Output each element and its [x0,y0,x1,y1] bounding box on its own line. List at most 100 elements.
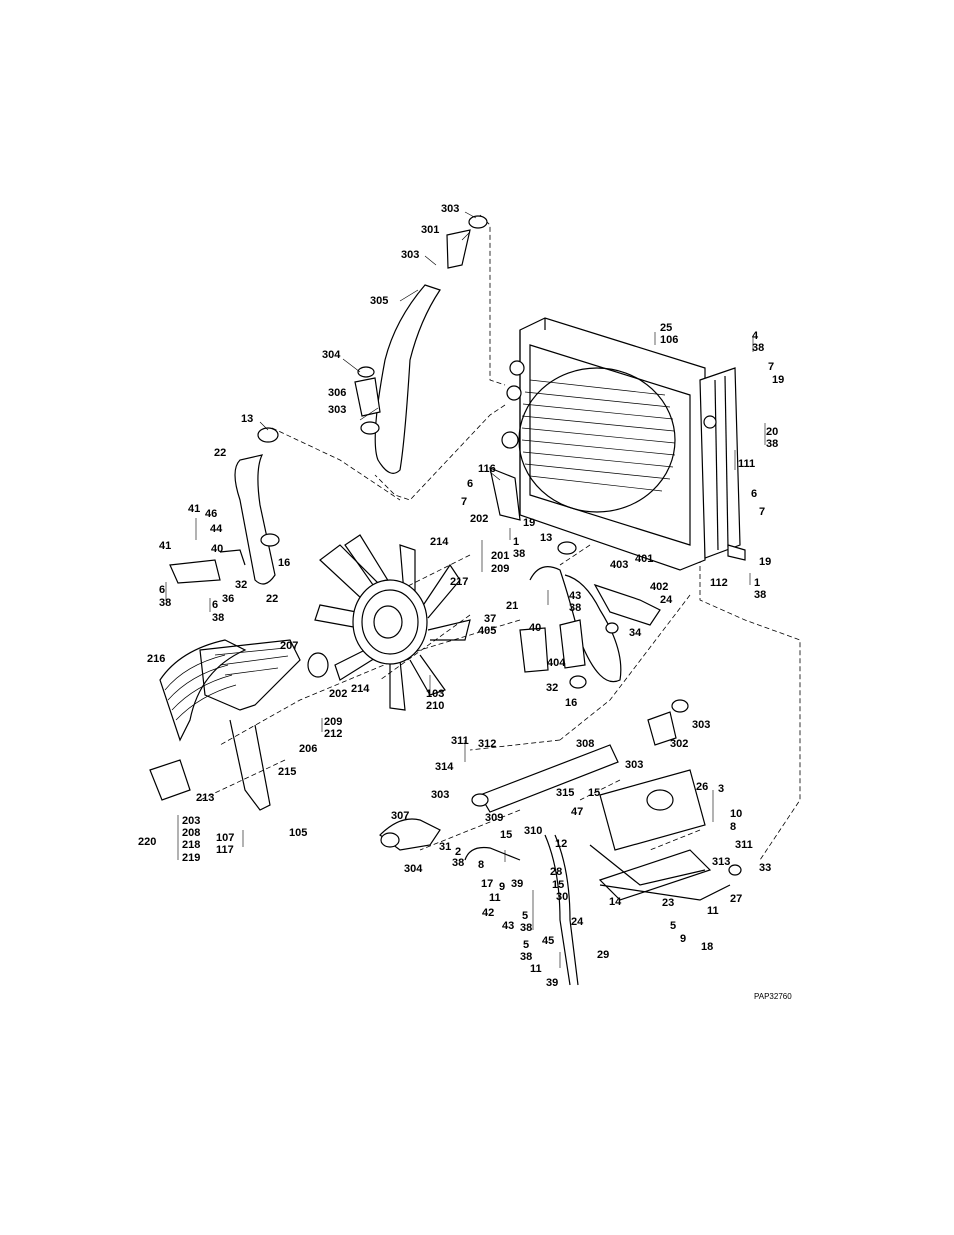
part-label: 13 [540,532,552,544]
part-label: 11 [530,963,542,975]
part-label: 24 [660,594,673,606]
part-label: 38 [212,612,224,624]
part-label: 18 [701,941,713,953]
part-label: 27 [730,893,742,905]
radiator-core-fins [521,379,676,492]
part-label: 19 [759,556,771,568]
part-label: 304 [322,349,341,361]
part-label: 106 [660,334,678,346]
part-label: 5 [523,939,529,951]
part-label: 28 [550,866,562,878]
part-label: 46 [205,508,217,520]
part-label: 15 [552,879,564,891]
part-label: 20 [766,426,778,438]
part-label: 220 [138,836,156,848]
part-label: 24 [571,916,584,928]
part-label: 38 [520,951,532,963]
part-label: 38 [520,922,532,934]
part-label: 43 [502,920,514,932]
part-label: 312 [478,738,496,750]
part-label: 403 [610,559,628,571]
part-label: 34 [629,627,642,639]
part-label: 303 [625,759,643,771]
part-label: 302 [670,738,688,750]
part-label: 210 [426,700,444,712]
part-label: 311 [735,839,753,851]
part-label: 36 [222,593,234,605]
part-label: 9 [499,881,505,893]
part-label: 201 [491,550,509,562]
part-label: 38 [766,438,778,450]
part-label: 107 [216,832,234,844]
part-label: 47 [571,806,583,818]
part-label: 309 [485,812,503,824]
part-label: 44 [210,523,223,535]
part-label: 209 [324,716,342,728]
part-label: 3 [718,783,724,795]
part-label: 405 [478,625,496,637]
part-label: 206 [299,743,317,755]
part-label: 39 [511,878,523,890]
part-label: 7 [768,361,774,373]
part-label: 31 [439,841,451,853]
part-label: 32 [546,682,558,694]
lower-hose-assembly [519,541,661,689]
part-label: 21 [506,600,518,612]
part-label: 8 [478,859,484,871]
part-label: 305 [370,295,388,307]
part-label: 215 [278,766,296,778]
part-label: 216 [147,653,165,665]
upper-hose-assembly [354,215,488,474]
part-label: 37 [484,613,496,625]
part-label: 402 [650,581,668,593]
part-label: 202 [470,513,488,525]
part-label: 219 [182,852,200,864]
part-label: 310 [524,825,542,837]
part-label: 9 [680,933,686,945]
part-label: 26 [696,781,708,793]
part-label: 8 [730,821,736,833]
part-label: 105 [289,827,307,839]
part-label: 208 [182,827,200,839]
fan-blade-assembly [307,534,471,711]
part-label: 5 [670,920,676,932]
part-label: 38 [754,589,766,601]
part-label: 30 [556,891,568,903]
part-label: 6 [212,599,218,611]
part-label: 301 [421,224,439,236]
part-label: 1 [513,536,519,548]
part-label: 13 [241,413,253,425]
part-label: 38 [569,602,581,614]
lower-right-assembly [379,699,742,986]
part-label: 213 [196,792,214,804]
part-label: 203 [182,815,200,827]
part-label: 33 [759,862,771,874]
part-label: 14 [609,896,622,908]
part-label: 40 [529,622,541,634]
part-label: 304 [404,863,423,875]
part-label: 16 [565,697,577,709]
part-label: 41 [188,503,200,515]
part-label: 207 [280,640,298,652]
part-label: 38 [752,342,764,354]
radiator-assembly [489,317,746,571]
part-label: 38 [159,597,171,609]
part-label: 111 [738,458,755,470]
part-label: 303 [328,404,346,416]
part-label: 308 [576,738,594,750]
part-label: 311 [451,735,469,747]
part-label: 7 [759,506,765,518]
part-label: 11 [707,905,719,917]
part-label: 22 [214,447,226,459]
part-label: 22 [266,593,278,605]
part-label: 11 [489,892,501,904]
part-label: 214 [351,683,370,695]
part-label: 315 [556,787,574,799]
part-label: 313 [712,856,730,868]
part-label: 6 [159,584,165,596]
leader-lines [165,211,766,968]
part-label: 202 [329,688,347,700]
part-label: 25 [660,322,672,334]
part-label: 15 [500,829,512,841]
